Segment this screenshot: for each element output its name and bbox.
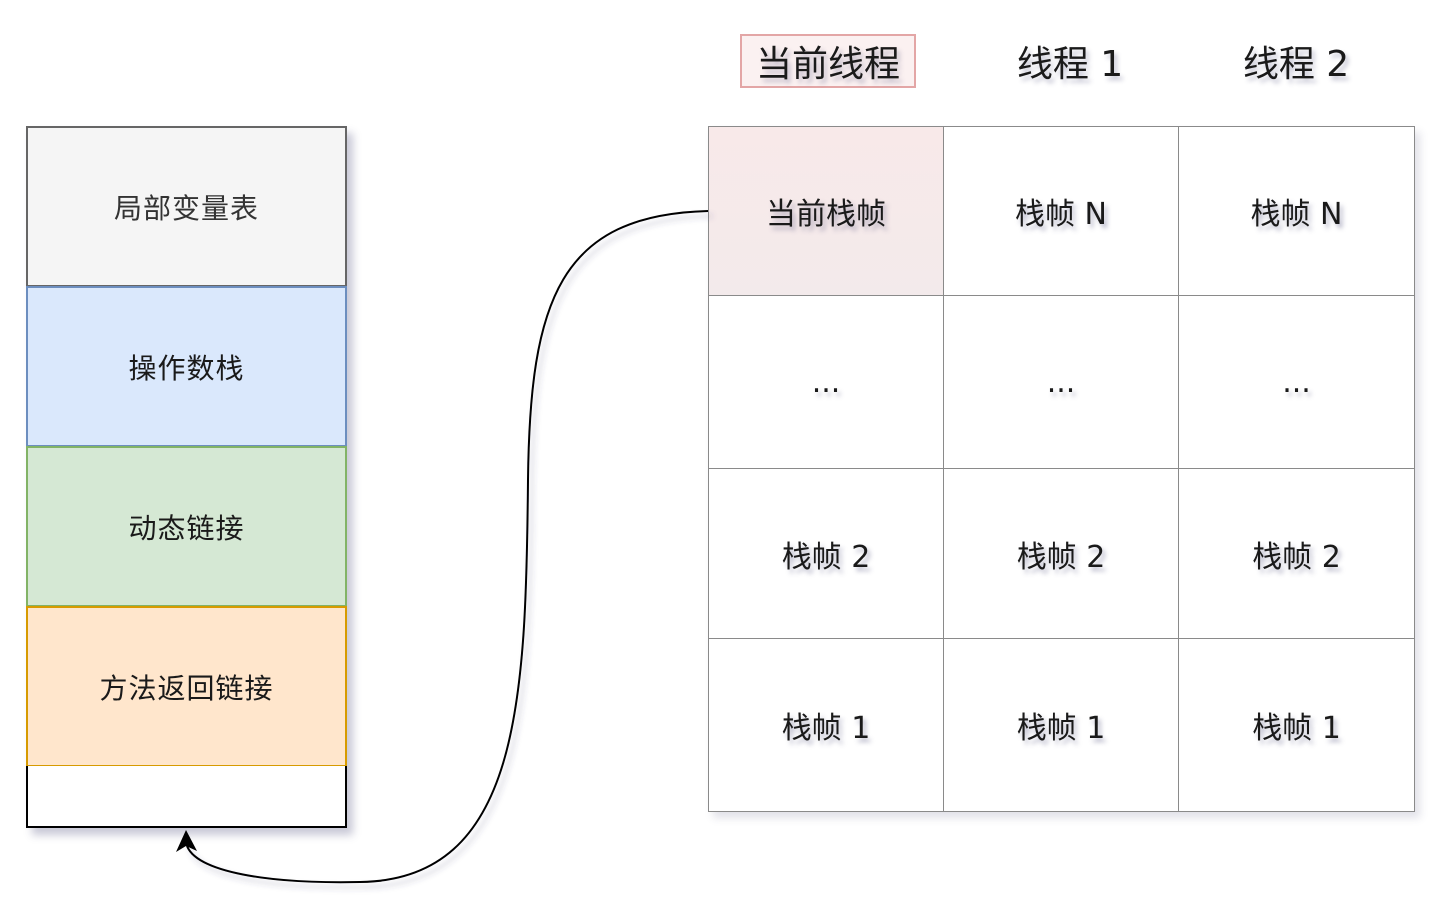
cell-current-ellipsis: ... <box>708 296 944 469</box>
cell-thread1-frame-1: 栈帧 1 <box>944 639 1179 812</box>
local-variable-table-label: 局部变量表 <box>113 191 259 225</box>
cell-current-frame-1: 栈帧 1 <box>708 639 944 812</box>
cell-thread2-frame-n: 栈帧 N <box>1179 126 1415 296</box>
header-current-thread: 当前线程 <box>740 34 916 88</box>
header-thread-2: 线程 2 <box>1242 44 1350 85</box>
cell-thread2-frame-2: 栈帧 2 <box>1179 469 1415 639</box>
cell-thread2-frame-1: 栈帧 1 <box>1179 639 1415 812</box>
operand-stack-label: 操作数栈 <box>128 351 245 385</box>
cell-thread1-frame-n: 栈帧 N <box>944 126 1179 296</box>
dynamic-linking-label: 动态链接 <box>128 511 245 545</box>
cell-thread2-ellipsis: ... <box>1179 296 1415 469</box>
header-thread-1: 线程 1 <box>1016 44 1124 85</box>
local-variable-table: 局部变量表 <box>26 126 347 287</box>
arrow-up-icon <box>176 830 197 852</box>
cell-current-frame-2: 栈帧 2 <box>708 469 944 639</box>
method-return-label: 方法返回链接 <box>99 671 274 705</box>
thread-stack-grid: 当前栈帧 栈帧 N 栈帧 N ... ... ... 栈帧 2 栈帧 2 栈帧 … <box>708 126 1415 812</box>
stack-frame-structure: 局部变量表 操作数栈 动态链接 方法返回链接 <box>26 126 347 828</box>
cell-thread1-frame-2: 栈帧 2 <box>944 469 1179 639</box>
dynamic-linking: 动态链接 <box>26 446 347 607</box>
cell-current-frame: 当前栈帧 <box>708 126 944 296</box>
additional-info-slot <box>26 766 347 828</box>
operand-stack: 操作数栈 <box>26 286 347 447</box>
cell-thread1-ellipsis: ... <box>944 296 1179 469</box>
